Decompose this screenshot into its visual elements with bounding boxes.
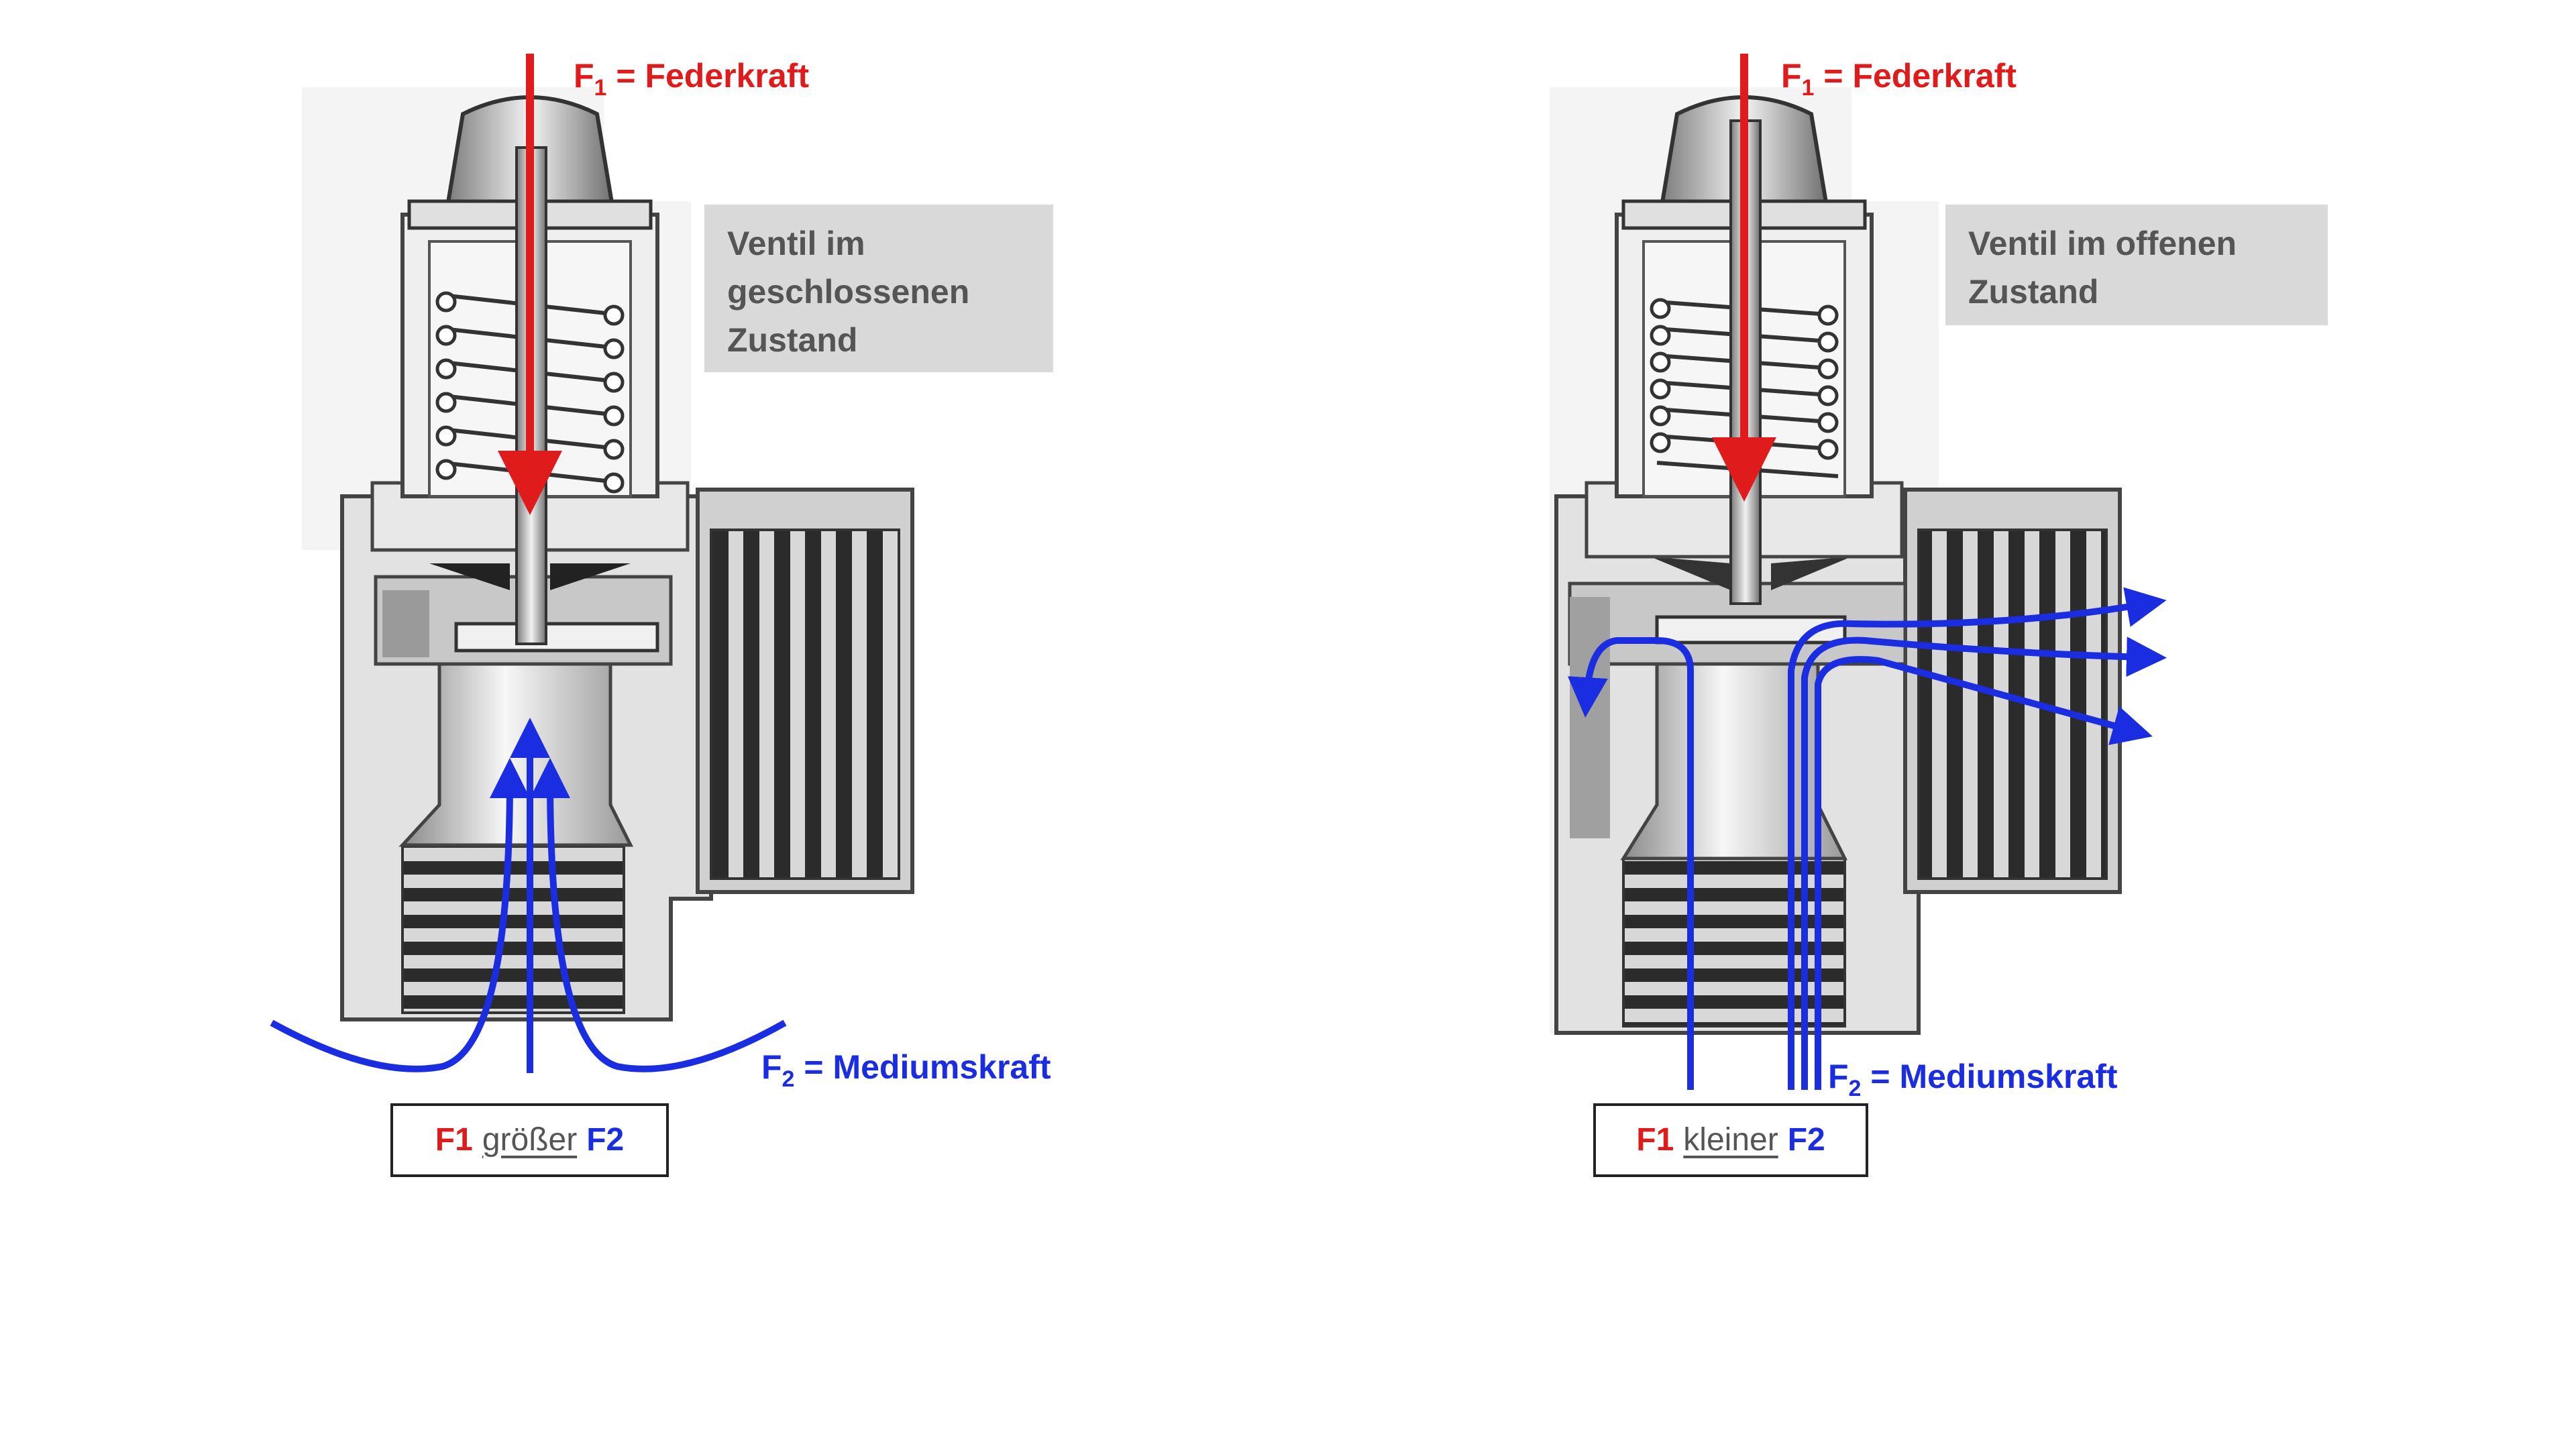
medium-flow-arrow	[1567, 637, 1694, 1090]
left-force-comparison-box: F1 größer F2	[390, 1103, 669, 1177]
right-state-box: Ventil im offenen Zustand	[1945, 205, 2328, 325]
open-valve-cutaway	[1550, 87, 2122, 1035]
right-force-comparison-box: F1 kleiner F2	[1593, 1103, 1868, 1177]
compare-f1: F1	[1636, 1122, 1674, 1158]
compare-word: kleiner	[1683, 1122, 1778, 1158]
medium-flow-arrow	[270, 758, 530, 1072]
left-state-box: Ventil im geschlossenen Zustand	[704, 205, 1053, 372]
compare-f1: F1	[435, 1122, 473, 1158]
compare-f2: F2	[586, 1122, 625, 1158]
state-line: Zustand	[1968, 273, 2099, 311]
state-line: Ventil im offenen	[1968, 225, 2237, 262]
right-force-arrows	[1567, 54, 2167, 1090]
right-medium-force-label: F2 = Mediumskraft	[1828, 1058, 2118, 1101]
compare-f2: F2	[1787, 1122, 1825, 1158]
left-medium-force-label: F2 = Mediumskraft	[761, 1048, 1051, 1092]
left-spring-force-label: F1 = Federkraft	[574, 57, 809, 101]
medium-flow-arrow	[1801, 636, 2167, 1090]
state-line: geschlossenen	[727, 273, 970, 311]
medium-flow-arrow	[1788, 587, 2167, 1090]
right-spring-force-label: F1 = Federkraft	[1781, 57, 2017, 101]
left-force-arrows	[270, 54, 787, 1073]
compare-word: größer	[482, 1122, 578, 1158]
state-line: Zustand	[727, 321, 858, 359]
medium-flow-arrow	[1815, 656, 2153, 1090]
medium-flow-arrow	[530, 758, 787, 1072]
state-line: Ventil im	[727, 225, 865, 262]
